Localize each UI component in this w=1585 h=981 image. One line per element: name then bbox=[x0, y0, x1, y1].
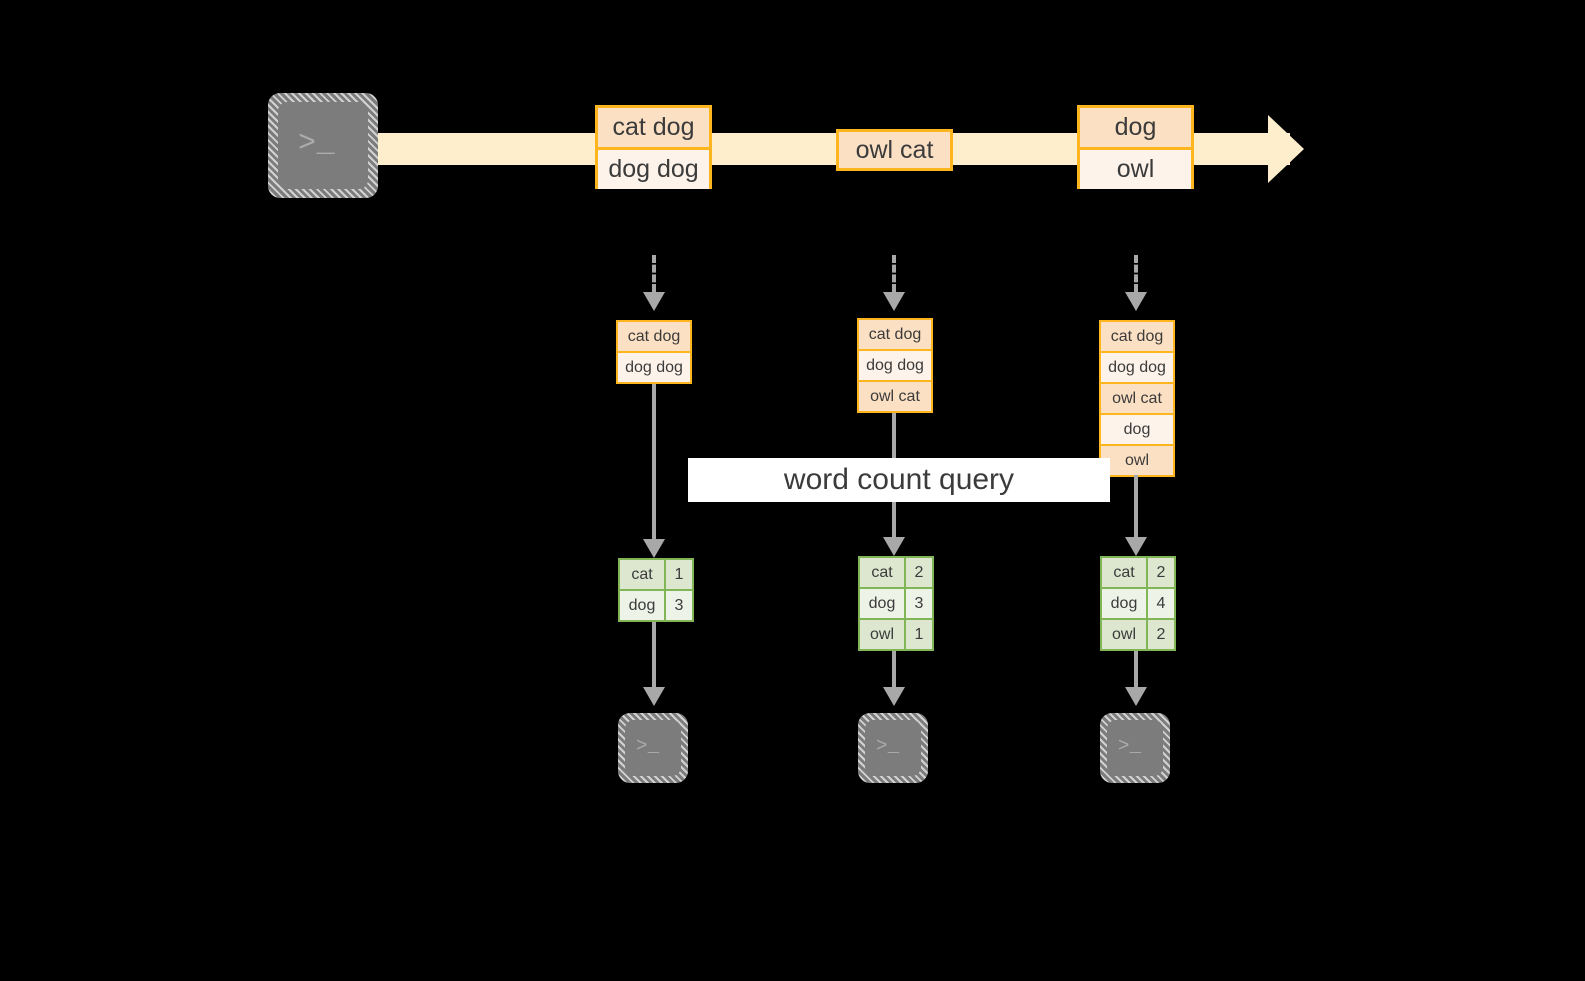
stack-row: dog dog bbox=[618, 351, 690, 382]
stream-record: dog bbox=[1080, 108, 1191, 147]
terminal-prompt-glyph: >_ bbox=[636, 735, 660, 757]
sink-terminal-icon-3[interactable]: >_ bbox=[1100, 713, 1170, 783]
stream-batch-2[interactable]: owl cat bbox=[836, 129, 953, 171]
stack-to-result-connector bbox=[652, 384, 656, 539]
stack-to-result-arrowhead bbox=[1125, 537, 1147, 556]
stream-record: owl cat bbox=[839, 132, 950, 168]
table-row: dog 3 bbox=[860, 587, 932, 618]
stream-batch-1[interactable]: cat dog dog dog bbox=[595, 105, 712, 189]
accumulated-stack-1[interactable]: cat dog dog dog bbox=[616, 320, 692, 384]
terminal-prompt-glyph: >_ bbox=[1118, 735, 1142, 757]
stack-row: dog bbox=[1101, 413, 1173, 444]
result-key: dog bbox=[860, 589, 904, 618]
batch-to-stack-arrowhead bbox=[643, 292, 665, 311]
stream-record: owl bbox=[1080, 147, 1191, 189]
stack-row: cat dog bbox=[618, 322, 690, 351]
result-value: 2 bbox=[904, 558, 932, 587]
batch-to-stack-connector bbox=[892, 255, 896, 292]
terminal-body bbox=[1107, 720, 1163, 776]
result-key: dog bbox=[620, 591, 664, 620]
batch-to-stack-connector bbox=[652, 255, 656, 292]
result-value: 1 bbox=[664, 560, 692, 589]
result-value: 3 bbox=[904, 589, 932, 618]
sink-terminal-icon-2[interactable]: >_ bbox=[858, 713, 928, 783]
stack-row: dog dog bbox=[859, 349, 931, 380]
terminal-prompt-glyph: >_ bbox=[298, 127, 336, 161]
result-value: 2 bbox=[1146, 558, 1174, 587]
result-key: cat bbox=[860, 558, 904, 587]
terminal-body bbox=[278, 102, 368, 189]
stream-record: cat dog bbox=[598, 108, 709, 147]
result-value: 4 bbox=[1146, 589, 1174, 618]
table-row: dog 3 bbox=[620, 589, 692, 620]
accumulated-stack-2[interactable]: cat dog dog dog owl cat bbox=[857, 318, 933, 413]
query-label: word count query bbox=[688, 458, 1110, 502]
table-row: owl 1 bbox=[860, 618, 932, 649]
stack-row: owl cat bbox=[859, 380, 931, 411]
result-value: 2 bbox=[1146, 620, 1174, 649]
result-to-sink-arrowhead bbox=[883, 687, 905, 706]
stream-batch-3[interactable]: dog owl bbox=[1077, 105, 1194, 189]
result-table-1[interactable]: cat 1 dog 3 bbox=[618, 558, 694, 622]
table-row: owl 2 bbox=[1102, 618, 1174, 649]
terminal-prompt-glyph: >_ bbox=[876, 735, 900, 757]
result-value: 1 bbox=[904, 620, 932, 649]
stack-to-result-connector bbox=[1134, 475, 1138, 537]
stream-record: dog dog bbox=[598, 147, 709, 189]
result-table-2[interactable]: cat 2 dog 3 owl 1 bbox=[858, 556, 934, 651]
stack-row: dog dog bbox=[1101, 351, 1173, 382]
result-key: dog bbox=[1102, 589, 1146, 618]
result-key: cat bbox=[1102, 558, 1146, 587]
result-value: 3 bbox=[664, 591, 692, 620]
batch-to-stack-arrowhead bbox=[883, 292, 905, 311]
stack-row: owl bbox=[1101, 444, 1173, 475]
table-row: cat 1 bbox=[620, 560, 692, 589]
source-terminal-icon[interactable]: >_ bbox=[268, 93, 378, 198]
stream-arrowhead bbox=[1268, 115, 1304, 183]
table-row: dog 4 bbox=[1102, 587, 1174, 618]
batch-to-stack-connector bbox=[1134, 255, 1138, 292]
result-to-sink-arrowhead bbox=[1125, 687, 1147, 706]
result-to-sink-connector bbox=[892, 651, 896, 687]
terminal-body bbox=[865, 720, 921, 776]
result-table-3[interactable]: cat 2 dog 4 owl 2 bbox=[1100, 556, 1176, 651]
result-to-sink-connector bbox=[652, 622, 656, 687]
stack-to-result-arrowhead bbox=[643, 539, 665, 558]
table-row: cat 2 bbox=[860, 558, 932, 587]
result-key: cat bbox=[620, 560, 664, 589]
terminal-body bbox=[625, 720, 681, 776]
result-to-sink-connector bbox=[1134, 651, 1138, 687]
result-key: owl bbox=[860, 620, 904, 649]
stack-row: owl cat bbox=[1101, 382, 1173, 413]
result-to-sink-arrowhead bbox=[643, 687, 665, 706]
batch-to-stack-arrowhead bbox=[1125, 292, 1147, 311]
sink-terminal-icon-1[interactable]: >_ bbox=[618, 713, 688, 783]
stack-row: cat dog bbox=[1101, 322, 1173, 351]
stack-to-result-arrowhead bbox=[883, 537, 905, 556]
accumulated-stack-3[interactable]: cat dog dog dog owl cat dog owl bbox=[1099, 320, 1175, 477]
result-key: owl bbox=[1102, 620, 1146, 649]
table-row: cat 2 bbox=[1102, 558, 1174, 587]
stack-row: cat dog bbox=[859, 320, 931, 349]
